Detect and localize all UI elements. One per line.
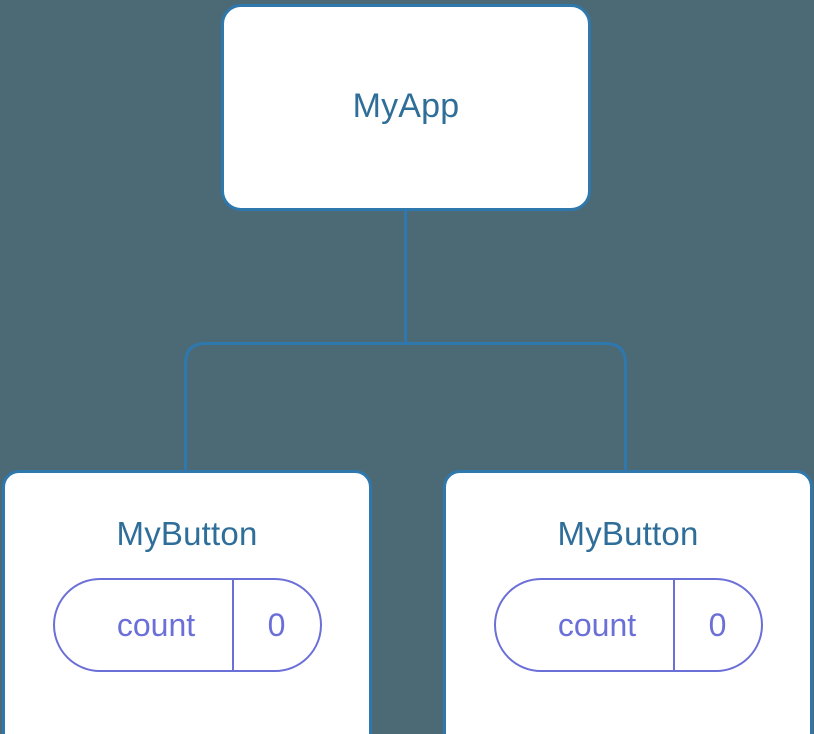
node-title: MyButton [116,515,258,552]
edge-to-child-right [405,342,627,470]
state-key: count [557,607,637,643]
state-key: count [116,607,196,643]
node-title: MyApp [352,86,460,125]
tree-node-root[interactable]: MyApp [221,4,591,211]
state-value: 0 [231,580,320,670]
edge-to-child-left [184,342,406,470]
state-badge[interactable]: count 0 [52,578,322,672]
state-value: 0 [672,580,761,670]
state-badge[interactable]: count 0 [493,578,763,672]
node-title: MyButton [557,515,699,552]
tree-node-child[interactable]: MyButton count 0 [2,470,372,734]
tree-node-child[interactable]: MyButton count 0 [443,470,813,734]
